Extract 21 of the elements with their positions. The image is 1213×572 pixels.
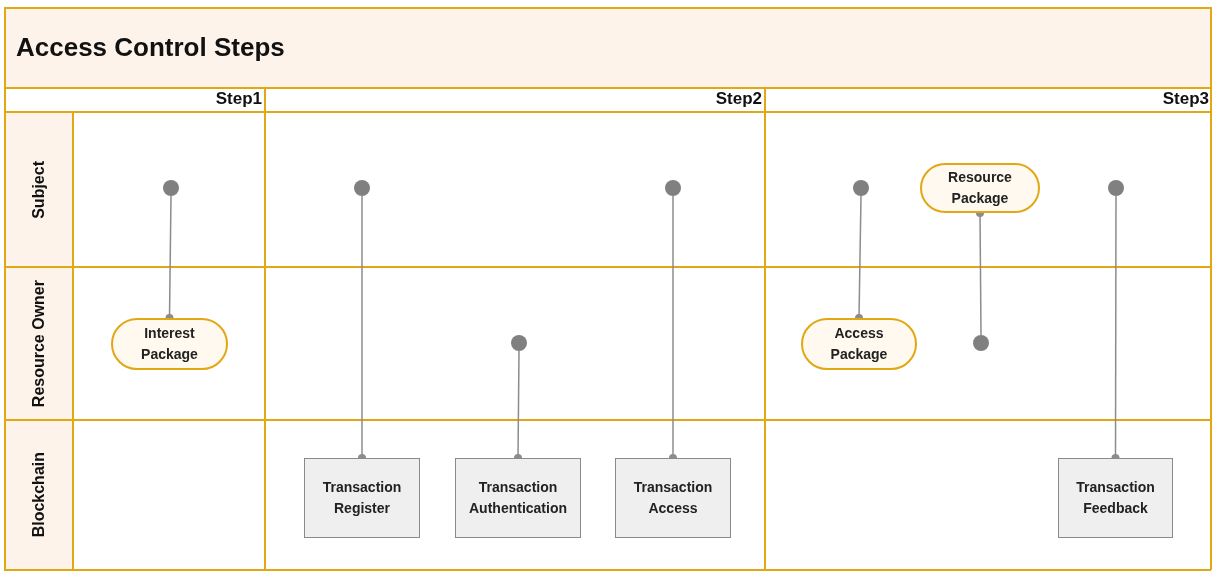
process-box: Transaction Access [615, 458, 731, 538]
process-box: Transaction Authentication [455, 458, 581, 538]
lane-label: Resource Owner [30, 279, 48, 408]
start-dot [163, 180, 179, 196]
process-box: Transaction Feedback [1058, 458, 1173, 538]
start-dot [973, 335, 989, 351]
lane-label: Subject [30, 160, 48, 219]
start-dot [354, 180, 370, 196]
start-dot [665, 180, 681, 196]
process-box: Transaction Register [304, 458, 420, 538]
package-pill: Interest Package [111, 318, 228, 370]
start-dot [1108, 180, 1124, 196]
package-pill: Access Package [801, 318, 917, 370]
step-label: Step3 [1162, 89, 1209, 109]
package-pill: Resource Package [920, 163, 1040, 213]
start-dot [853, 180, 869, 196]
lane-label: Blockchain [30, 452, 48, 538]
step-label: Step1 [215, 89, 262, 109]
diagram-title: Access Control Steps [16, 32, 285, 63]
start-dot [511, 335, 527, 351]
step-label: Step2 [715, 89, 762, 109]
